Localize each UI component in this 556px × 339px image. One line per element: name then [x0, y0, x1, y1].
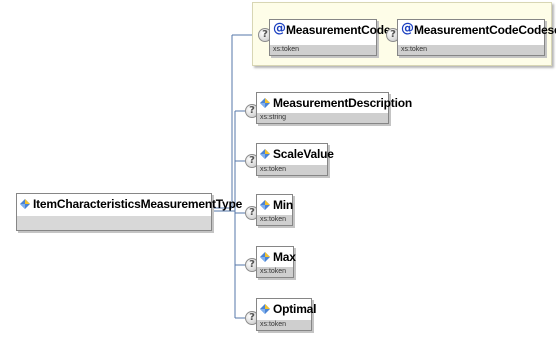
element-icon: [260, 149, 270, 159]
attribute-name: MeasurementCodeCodeset: [414, 23, 556, 37]
element-name: Max: [273, 250, 296, 264]
element-type: xs:string: [257, 113, 388, 123]
element-node-scale-value[interactable]: ScaleValue xs:token: [256, 143, 334, 176]
attribute-node-measurement-code-codeset[interactable]: @ MeasurementCodeCodeset xs:token: [397, 19, 556, 56]
attribute-group: ? @ MeasurementCode xs:token ? @ Measure…: [252, 2, 556, 66]
element-type: xs:token: [257, 267, 293, 277]
element-icon: [260, 98, 270, 108]
element-icon: [260, 304, 270, 314]
attribute-name: MeasurementCode: [286, 23, 391, 37]
element-node-max[interactable]: Max xs:token: [256, 246, 296, 278]
root-type-node[interactable]: ItemCharacteristicsMeasurementType: [16, 193, 243, 231]
at-sign-icon: @: [401, 21, 414, 36]
question-mark-icon: ?: [245, 154, 259, 168]
element-type: xs:token: [257, 320, 311, 330]
element-type: xs:token: [257, 165, 327, 175]
element-icon: [260, 252, 270, 262]
element-name: Min: [273, 198, 294, 212]
root-type-bar: [17, 216, 211, 230]
element-name: ScaleValue: [273, 147, 334, 161]
attribute-node-measurement-code[interactable]: @ MeasurementCode xs:token: [269, 19, 391, 56]
element-icon: [260, 200, 270, 210]
element-name: Optimal: [273, 302, 317, 316]
element-node-min[interactable]: Min xs:token: [256, 194, 293, 226]
attribute-type: xs:token: [270, 45, 376, 55]
attribute-type: xs:token: [398, 45, 544, 55]
element-node-measurement-description[interactable]: MeasurementDescription xs:string: [256, 92, 412, 124]
element-name: MeasurementDescription: [273, 96, 412, 110]
element-icon: [20, 199, 30, 209]
element-type: xs:token: [257, 215, 292, 225]
element-node-optimal[interactable]: Optimal xs:token: [256, 298, 317, 331]
at-sign-icon: @: [273, 21, 286, 36]
root-type-name: ItemCharacteristicsMeasurementType: [33, 197, 243, 211]
